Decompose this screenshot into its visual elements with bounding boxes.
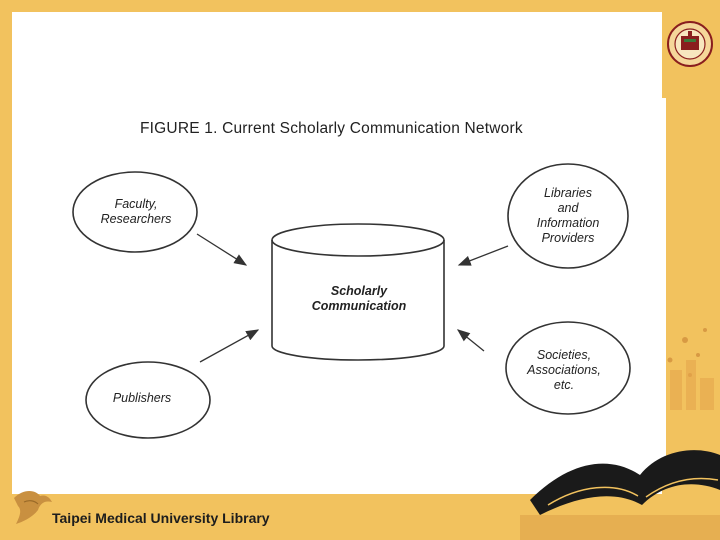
slide-content-edge (662, 98, 666, 458)
arrow-faculty (196, 233, 248, 266)
libraries-node-label: Libraries and Information Providers (536, 186, 600, 245)
university-seal-icon (667, 21, 713, 67)
faculty-node-shape (72, 171, 198, 253)
figure-title: FIGURE 1. Current Scholarly Communicatio… (140, 120, 523, 137)
arrow-societies (456, 329, 485, 352)
publishers-node-shape (85, 361, 211, 439)
arrow-libraries (457, 245, 509, 266)
libraries-node-shape (507, 163, 629, 269)
footer-library-title: Taipei Medical University Library (52, 510, 270, 526)
bird-icon (14, 491, 52, 524)
publishers-node-label: Publishers (112, 391, 172, 405)
faculty-node-label: Faculty, Researchers (100, 197, 172, 226)
scholarly-communication-cylinder (271, 223, 445, 361)
center-node-label: Scholarly Communication (311, 284, 407, 313)
open-book-icon (520, 328, 720, 540)
societies-node-shape (505, 321, 631, 415)
societies-node-label: Societies, Associations, etc. (527, 348, 601, 392)
arrow-publishers (199, 329, 260, 363)
